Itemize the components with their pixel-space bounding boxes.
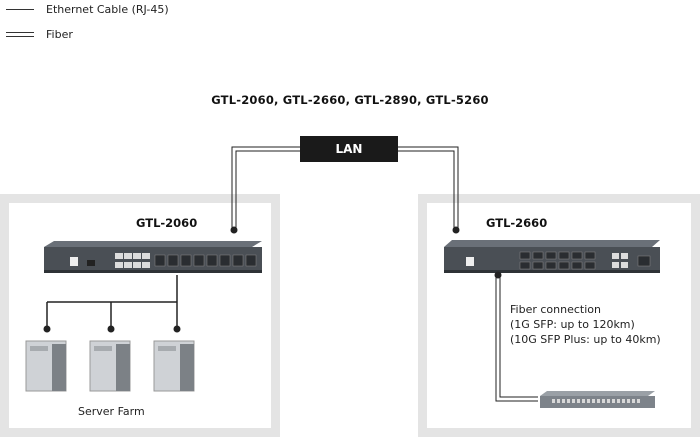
- fiber-line: [6, 32, 34, 37]
- server-3: [153, 340, 195, 392]
- server-1: [25, 340, 67, 392]
- gtl2660-label: GTL-2660: [486, 216, 548, 230]
- connector-dot-left: [230, 226, 238, 234]
- fiber-caption-line1: Fiber connection: [510, 303, 601, 316]
- gtl2060-switch: [44, 241, 262, 273]
- connector-dot-right: [452, 226, 460, 234]
- fiber-connection-cable: [495, 275, 538, 402]
- legend-ethernet: Ethernet Cable (RJ-45): [6, 3, 169, 16]
- server-farm-label: Server Farm: [78, 405, 145, 418]
- legend-fiber-label: Fiber: [46, 28, 73, 41]
- server-connector-2: [107, 325, 115, 333]
- edge-switch: [540, 391, 655, 408]
- server-connector-3: [173, 325, 181, 333]
- models-title: GTL-2060, GTL-2660, GTL-2890, GTL-5260: [211, 93, 489, 107]
- gtl2660-switch: [444, 240, 660, 273]
- lan-to-gtl2660-cable: [398, 146, 459, 229]
- fiber-caption-line2: (1G SFP: up to 120km): [510, 318, 635, 331]
- server-farm-cables: [46, 275, 178, 328]
- gtl2060-label: GTL-2060: [136, 216, 198, 230]
- fiber-caption: Fiber connection (1G SFP: up to 120km) (…: [510, 302, 661, 347]
- fiber-caption-line3: (10G SFP Plus: up to 40km): [510, 333, 661, 346]
- legend-ethernet-label: Ethernet Cable (RJ-45): [46, 3, 169, 16]
- server-connector-1: [43, 325, 51, 333]
- lan-box: LAN: [300, 136, 398, 162]
- legend-fiber: Fiber: [6, 28, 73, 41]
- ethernet-cable-line: [6, 9, 34, 10]
- fiber-connector-dot: [494, 271, 502, 279]
- server-2: [89, 340, 131, 392]
- lan-to-gtl2060-cable: [231, 146, 300, 229]
